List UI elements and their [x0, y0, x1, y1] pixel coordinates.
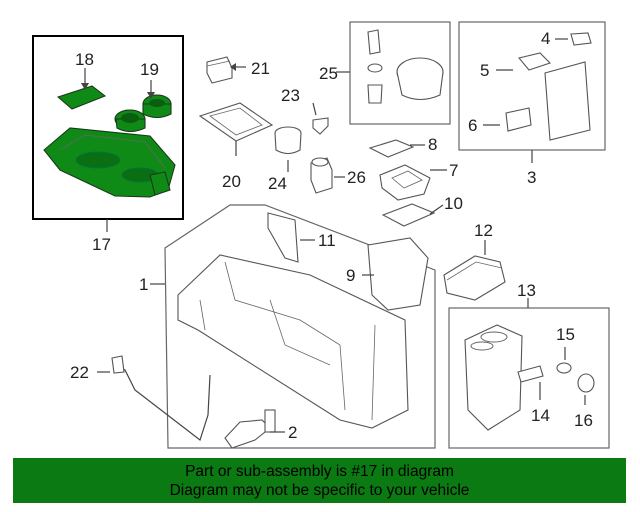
part-13-group[interactable]	[448, 298, 610, 449]
part-7[interactable]	[379, 164, 447, 201]
callout-20: 20	[222, 172, 241, 191]
callout-9: 9	[346, 266, 355, 285]
part-9[interactable]	[362, 237, 429, 311]
callout-23: 23	[281, 86, 300, 105]
callout-16: 16	[574, 411, 593, 430]
parts-diagram: 18 19 17 21 25 23 20 24 26 4 5 6 3 8 7 1…	[32, 21, 610, 449]
callout-8: 8	[428, 135, 437, 154]
part-12[interactable]	[443, 240, 506, 301]
callout-25: 25	[319, 64, 338, 83]
part-18-pad[interactable]	[56, 85, 107, 110]
part-17-tray[interactable]	[43, 127, 176, 198]
part-23[interactable]	[312, 102, 329, 135]
part-25-group[interactable]	[336, 21, 451, 125]
info-banner: Part or sub-assembly is #17 in diagram D…	[13, 458, 626, 503]
banner-line-2: Diagram may not be specific to your vehi…	[169, 482, 470, 499]
part-22[interactable]	[97, 355, 211, 441]
callout-6: 6	[468, 116, 477, 135]
part-1[interactable]	[150, 204, 436, 449]
callout-17: 17	[92, 235, 111, 254]
part-11[interactable]	[267, 212, 315, 263]
part-26[interactable]	[310, 157, 345, 194]
part-3-group[interactable]	[458, 21, 606, 163]
callout-12: 12	[474, 221, 493, 240]
callout-11: 11	[318, 231, 336, 250]
callout-19: 19	[140, 60, 159, 79]
part-2[interactable]	[224, 409, 285, 449]
part-21[interactable]	[206, 56, 246, 84]
callout-24: 24	[268, 174, 287, 193]
callout-1: 1	[139, 275, 148, 294]
part-20[interactable]	[198, 102, 274, 156]
callout-2: 2	[288, 423, 297, 442]
callout-21: 21	[251, 59, 270, 78]
part-17-group[interactable]	[32, 35, 184, 232]
part-24[interactable]	[274, 126, 302, 172]
part-10[interactable]	[381, 203, 444, 227]
callout-22: 22	[70, 363, 89, 382]
callout-26: 26	[347, 168, 366, 187]
callout-4: 4	[541, 29, 550, 48]
callout-15: 15	[556, 325, 575, 344]
banner-line-1: Part or sub-assembly is #17 in diagram	[185, 463, 454, 480]
callout-14: 14	[531, 406, 550, 425]
callout-10: 10	[444, 194, 463, 213]
part-19-cupholder[interactable]	[114, 94, 172, 133]
part-8[interactable]	[368, 139, 425, 158]
callout-7: 7	[449, 161, 458, 180]
callout-18: 18	[75, 50, 94, 69]
callout-5: 5	[480, 61, 489, 80]
callout-13: 13	[517, 281, 536, 300]
callout-3: 3	[527, 168, 536, 187]
